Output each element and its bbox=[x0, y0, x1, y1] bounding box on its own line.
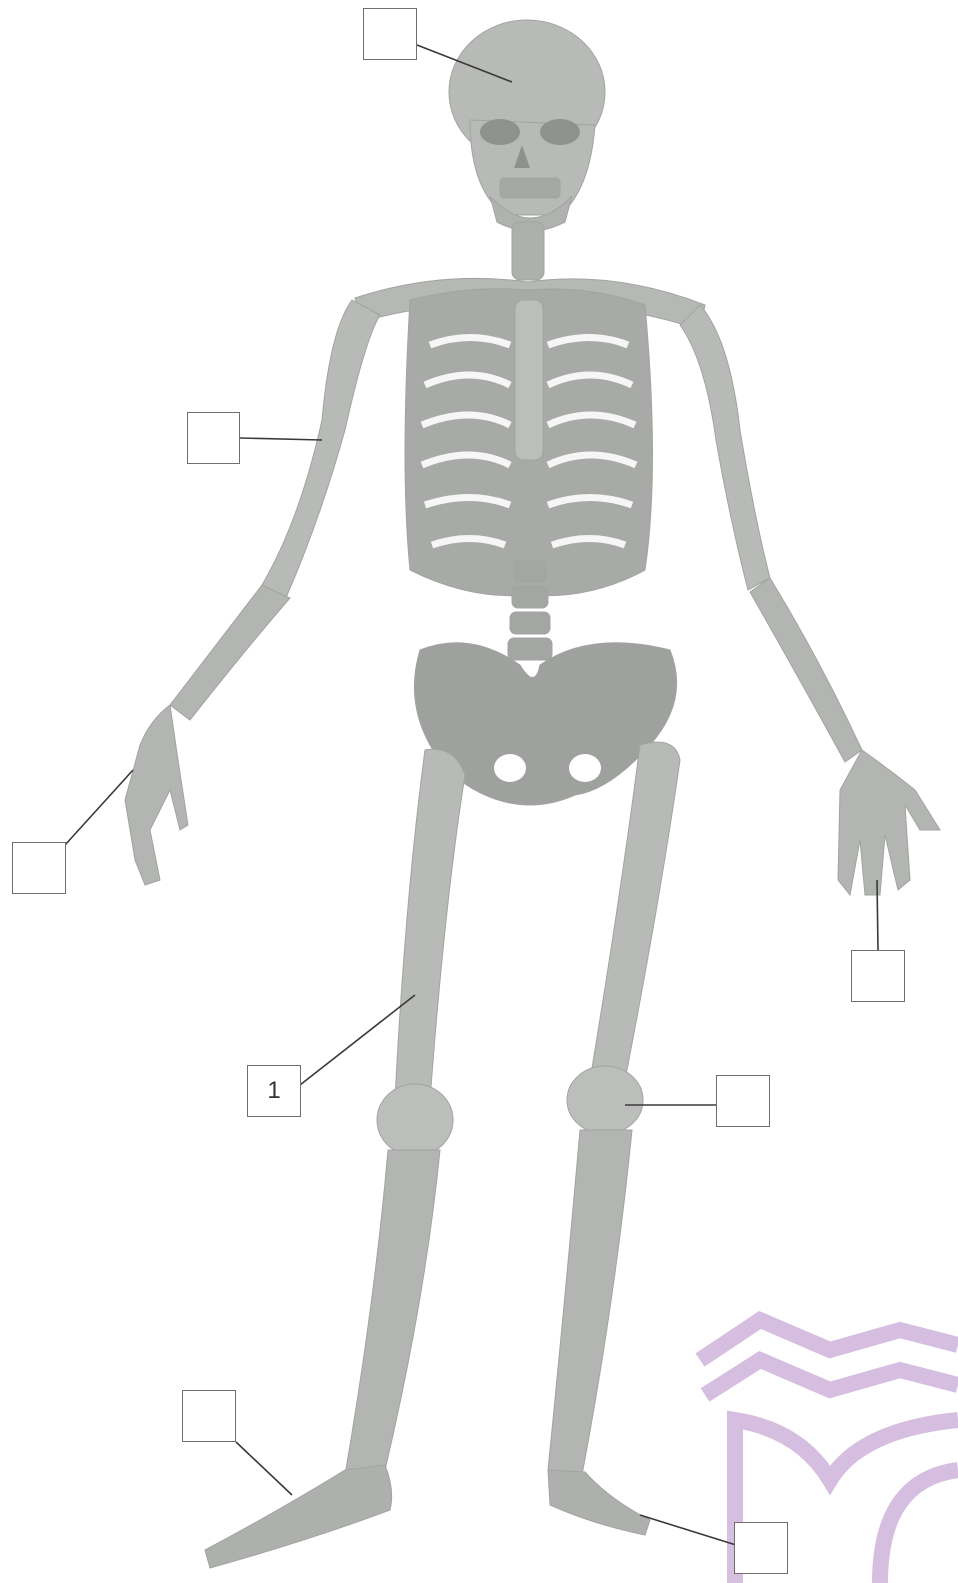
label-box-knee[interactable] bbox=[716, 1075, 770, 1127]
label-box-hand-right[interactable] bbox=[851, 950, 905, 1002]
skull bbox=[449, 20, 605, 231]
label-box-foot-left[interactable] bbox=[182, 1390, 236, 1442]
label-box-upper-arm[interactable] bbox=[187, 412, 240, 464]
lumbar-spine bbox=[508, 560, 552, 660]
label-box-skull[interactable] bbox=[363, 8, 417, 60]
leg-left bbox=[205, 749, 465, 1568]
leader-line-foot-right bbox=[640, 1515, 736, 1545]
arm-right bbox=[680, 305, 940, 895]
label-box-thigh[interactable]: 1 bbox=[247, 1065, 301, 1117]
leader-line-hand-right bbox=[877, 880, 878, 950]
leader-line-hand-left bbox=[65, 770, 133, 845]
skeleton bbox=[125, 20, 940, 1568]
leader-line-upper-arm bbox=[240, 438, 322, 440]
label-box-foot-right[interactable] bbox=[734, 1522, 788, 1574]
leader-line-foot-left bbox=[236, 1442, 292, 1495]
leg-right bbox=[548, 742, 680, 1535]
cervical-spine bbox=[512, 222, 544, 280]
rib-cage bbox=[405, 289, 653, 596]
label-box-hand-left[interactable] bbox=[12, 842, 66, 894]
arm-left bbox=[125, 300, 380, 885]
